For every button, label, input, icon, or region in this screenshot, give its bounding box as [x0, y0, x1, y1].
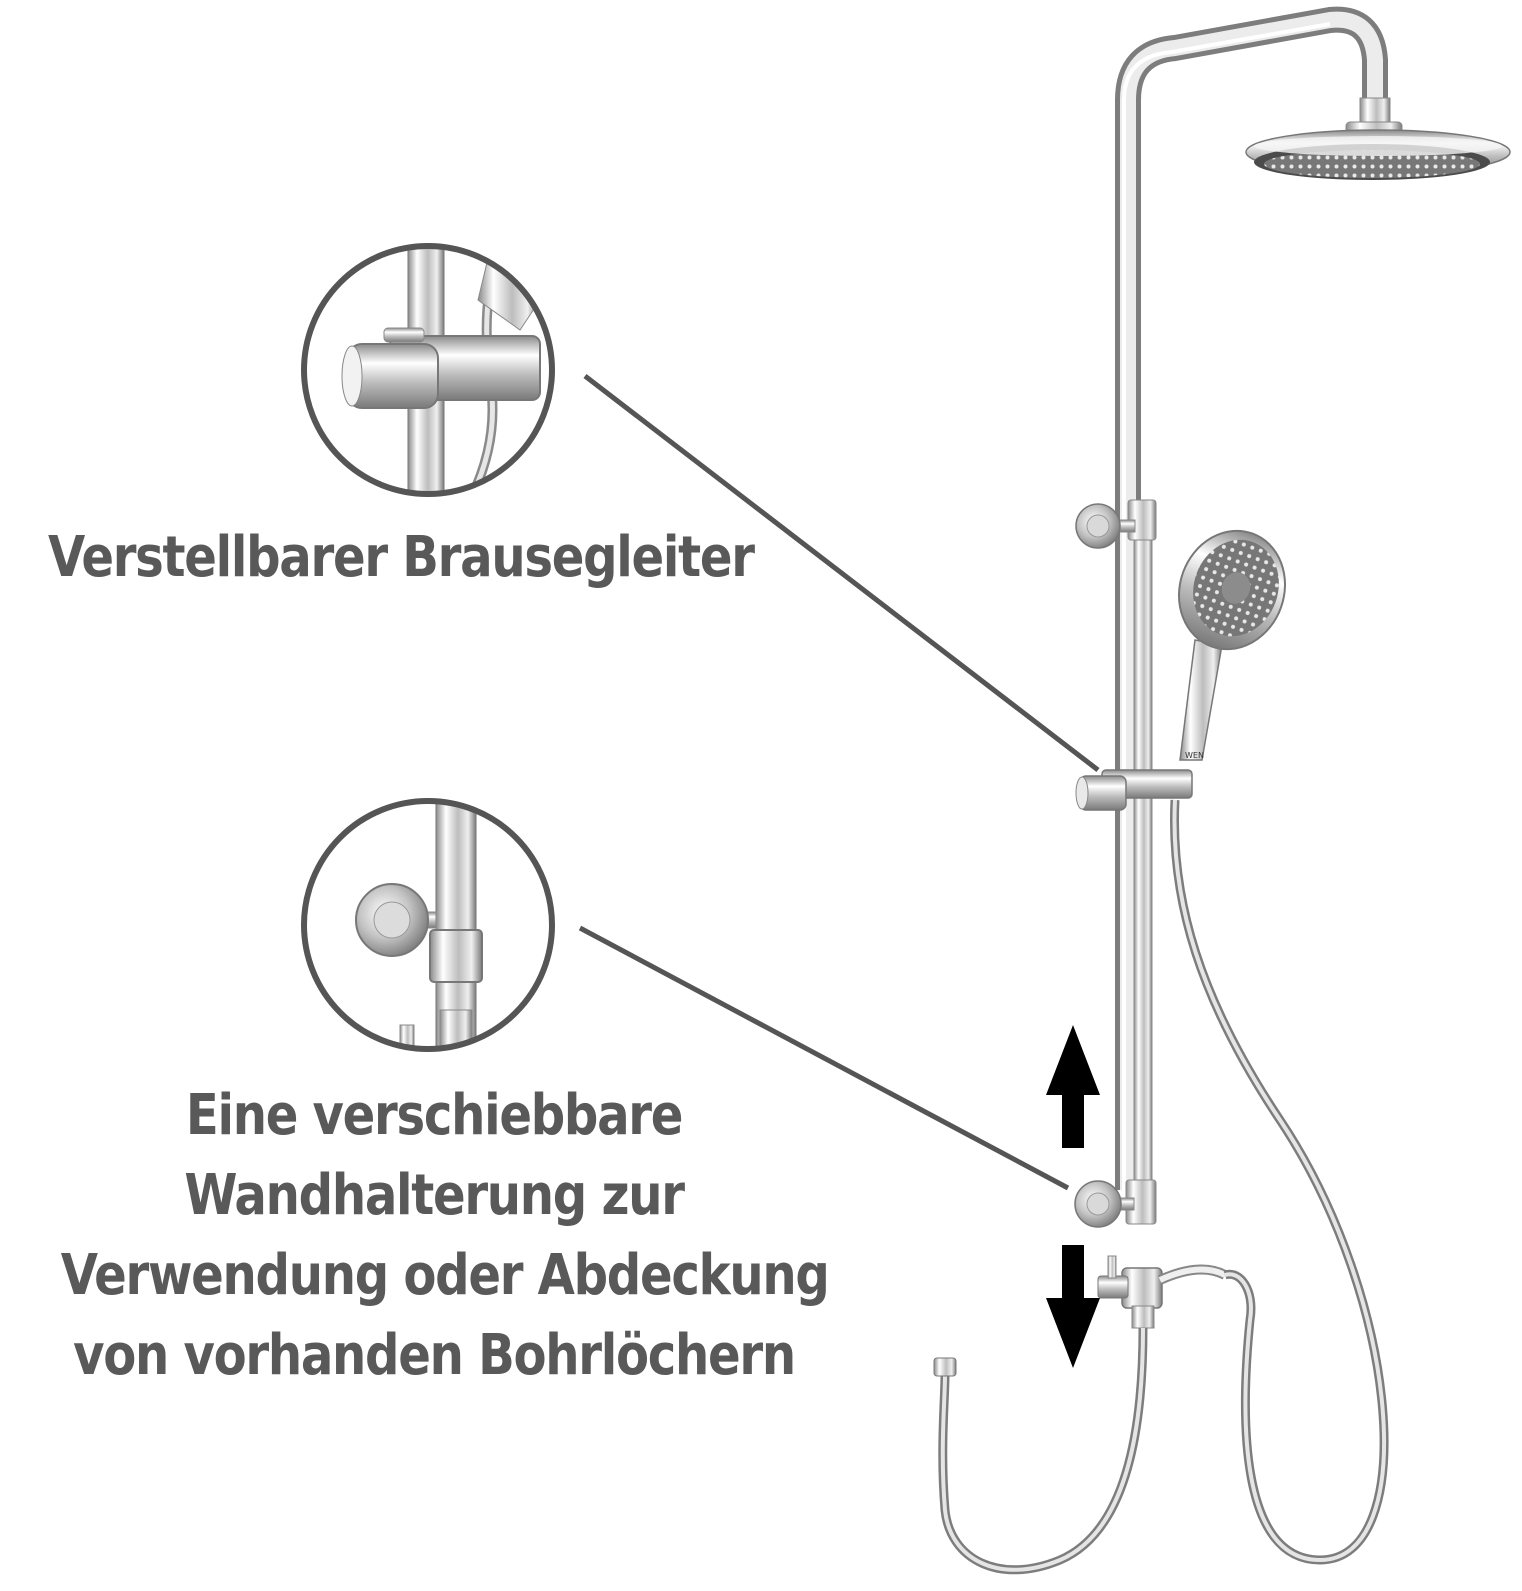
zoom-ring-1: [301, 243, 555, 497]
callout-shower-slider: [301, 243, 1100, 772]
slide-direction-arrows: [1046, 1025, 1100, 1368]
leader-line-1: [583, 374, 1100, 772]
zoom-ring-2: [301, 798, 555, 1052]
wall-bracket-lower: [1074, 1180, 1135, 1228]
callout-label-line: Wandhalterung zur: [184, 1163, 685, 1228]
zoom-detail-bracket: [304, 801, 552, 1049]
rain-shower-head: [1245, 129, 1511, 180]
callout-label-line: von vorhanden Bohrlöchern: [73, 1323, 796, 1388]
shower-hoses: [933, 799, 1389, 1575]
slide-rail: [1133, 509, 1153, 1201]
callout-label-line: Verwendung oder Abdeckung: [60, 1243, 830, 1308]
arrow-down-icon: [1046, 1245, 1100, 1368]
arrow-up-icon: [1046, 1025, 1100, 1148]
leader-line-2: [578, 925, 1070, 1191]
callout-label-slider: Verstellbarer Brausegleiter: [48, 525, 755, 590]
callout-label-wall-bracket: Eine verschiebbare Wandhalterung zur Ver…: [60, 1076, 830, 1396]
brand-mark: WEN: [1185, 751, 1204, 760]
hand-shower: WEN: [1178, 529, 1286, 761]
diverter-valve: [1097, 1255, 1228, 1329]
shower-slider: [1075, 769, 1193, 811]
wall-bracket-upper: [1075, 503, 1136, 549]
shower-system: WEN: [933, 6, 1511, 1575]
callout-label-line: Eine verschiebbare: [185, 1083, 684, 1148]
zoom-detail-slider: [304, 246, 552, 494]
callout-wall-bracket: [301, 798, 1070, 1191]
